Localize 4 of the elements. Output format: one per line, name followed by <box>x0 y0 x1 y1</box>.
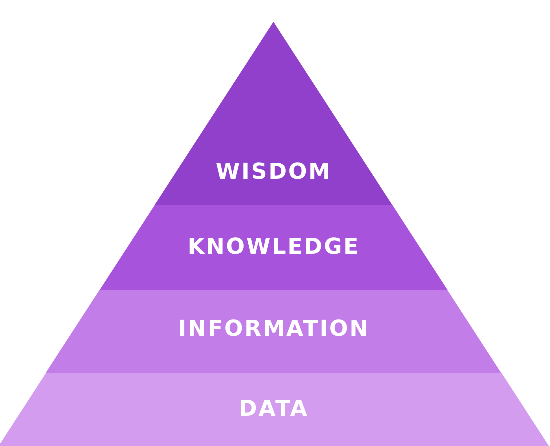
tier-label: WISDOM <box>216 160 332 186</box>
tier-label: KNOWLEDGE <box>188 235 360 261</box>
tier-label: DATA <box>239 397 309 423</box>
tier-label: INFORMATION <box>178 317 370 343</box>
